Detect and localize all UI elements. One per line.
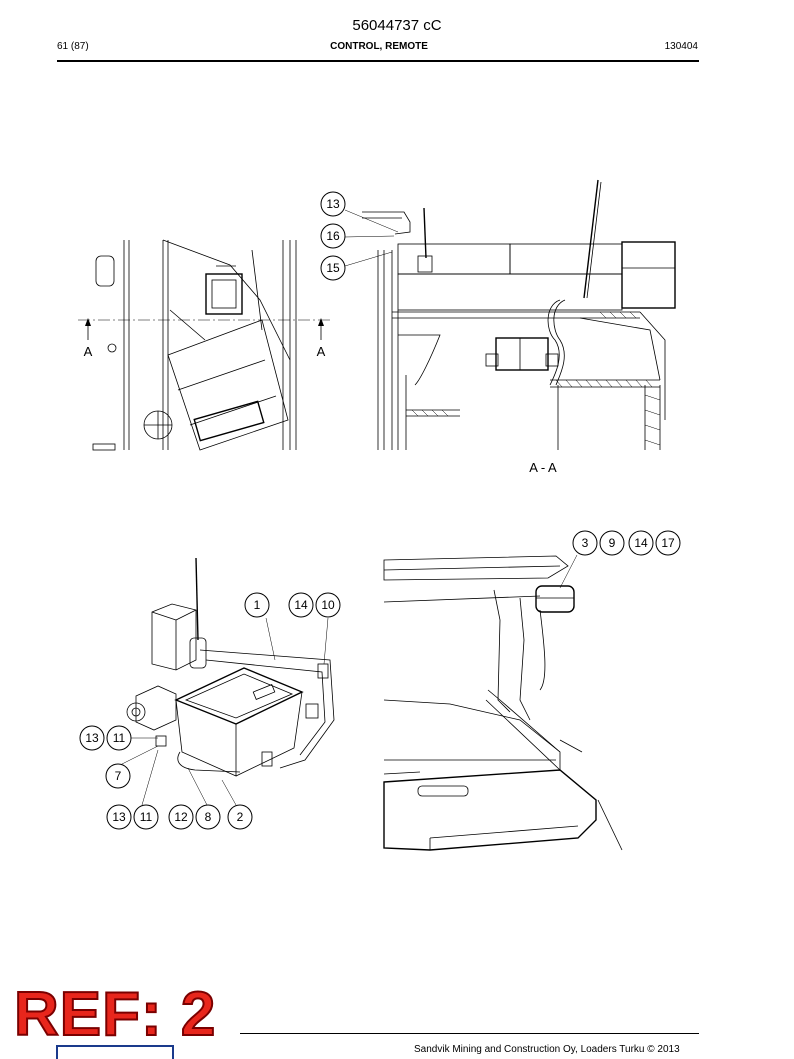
header-divider xyxy=(57,60,699,62)
cab-interior-drawing xyxy=(383,554,623,851)
callout-3: 3 xyxy=(572,530,598,556)
section-title: CONTROL, REMOTE xyxy=(330,41,428,52)
document-number: 56044737 cC xyxy=(352,17,442,34)
svg-text:1: 1 xyxy=(254,598,261,612)
receiver-assembly-drawing xyxy=(117,557,335,806)
svg-text:7: 7 xyxy=(115,769,122,783)
callout-12: 12 xyxy=(168,804,194,830)
svg-text:9: 9 xyxy=(609,536,616,550)
callout-8: 8 xyxy=(195,804,221,830)
ref-stamp: REF: 2 xyxy=(13,980,217,1049)
svg-text:3: 3 xyxy=(582,536,589,550)
callout-17: 17 xyxy=(655,530,681,556)
callout-1: 1 xyxy=(244,592,270,618)
date-code: 130404 xyxy=(664,41,698,52)
svg-text:2: 2 xyxy=(237,810,244,824)
company-logo xyxy=(56,1045,174,1059)
callout-9: 9 xyxy=(599,530,625,556)
callout-13-top: 13 xyxy=(320,191,346,217)
svg-text:17: 17 xyxy=(661,536,675,550)
svg-text:13: 13 xyxy=(112,810,126,824)
svg-text:11: 11 xyxy=(113,731,126,745)
callout-11-bottom: 11 xyxy=(133,804,159,830)
callout-2: 2 xyxy=(227,804,253,830)
copyright-notice: Sandvik Mining and Construction Oy, Load… xyxy=(414,1044,680,1055)
callout-15-top: 15 xyxy=(320,255,346,281)
svg-text:12: 12 xyxy=(174,810,188,824)
svg-text:13: 13 xyxy=(85,731,99,745)
side-view-drawing: A A xyxy=(78,239,330,451)
callout-11-mid: 11 xyxy=(106,725,132,751)
callout-16-top: 16 xyxy=(320,223,346,249)
svg-text:10: 10 xyxy=(321,598,335,612)
callout-14-right: 14 xyxy=(628,530,654,556)
section-label: A - A xyxy=(529,460,557,475)
svg-text:14: 14 xyxy=(294,598,308,612)
section-marker-right: A xyxy=(317,344,326,359)
svg-text:13: 13 xyxy=(326,197,340,211)
callout-14-left: 14 xyxy=(288,592,314,618)
footer-divider xyxy=(240,1033,699,1034)
callout-13-bottom: 13 xyxy=(106,804,132,830)
callout-10: 10 xyxy=(315,592,341,618)
svg-text:15: 15 xyxy=(326,261,340,275)
section-marker-left: A xyxy=(84,344,93,359)
section-view-drawing: A - A xyxy=(344,179,676,475)
svg-text:14: 14 xyxy=(634,536,648,550)
svg-text:11: 11 xyxy=(140,810,153,824)
page-reference: 61 (87) xyxy=(57,41,89,52)
svg-text:8: 8 xyxy=(205,810,212,824)
callout-7: 7 xyxy=(105,763,131,789)
callout-13-mid: 13 xyxy=(79,725,105,751)
svg-text:16: 16 xyxy=(326,229,340,243)
